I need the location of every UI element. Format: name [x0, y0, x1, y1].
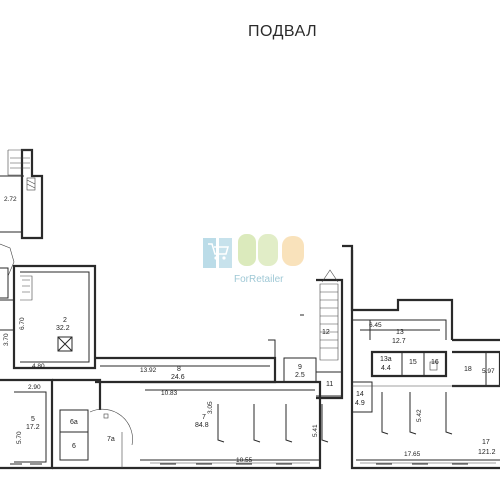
rooms-6-6a-7a	[52, 378, 140, 470]
room-area-2: 32.2	[56, 325, 70, 332]
room-8	[95, 339, 277, 384]
room-area-13: 12.7	[392, 338, 406, 345]
dim-2-72: 2.72	[4, 196, 17, 203]
room-label-7a: 7а	[107, 436, 115, 443]
room-label-2: 2	[63, 317, 67, 324]
dim-6-45: 6.45	[369, 322, 382, 329]
room-label-15: 15	[409, 359, 417, 366]
dim-3-05: 3.05	[207, 401, 214, 414]
room-area-9: 2.5	[295, 372, 305, 379]
dim-17-65: 17.65	[404, 451, 421, 458]
room-label-14: 14	[356, 391, 364, 398]
cart-logo-icon	[203, 234, 304, 268]
dimension-labels: 2.72 6.70 4.80 2.90 5.70 13.92 10.83 3.0…	[3, 196, 495, 464]
room-label-13a: 13а	[380, 356, 392, 363]
room-area-5: 17.2	[26, 424, 40, 431]
room-label-7: 7	[202, 414, 206, 421]
room-9	[283, 357, 317, 383]
room-label-6a: 6а	[70, 419, 78, 426]
dim-6-70: 6.70	[19, 317, 26, 330]
room-labels: 2 32.2 5 17.2 6 6а 7а 7 84.8 8 24.6 9 2.…	[26, 317, 496, 456]
room-5	[0, 378, 54, 470]
dim-5-41: 5.41	[312, 424, 319, 437]
dim-10-55: 10.55	[236, 457, 253, 464]
room-label-6: 6	[72, 443, 76, 450]
dim-13-92: 13.92	[140, 367, 157, 374]
dim-5-42: 5.42	[416, 409, 423, 422]
room-2	[0, 264, 97, 370]
room-area-8: 24.6	[171, 374, 185, 381]
right-wing	[342, 244, 500, 470]
room-area-14: 4.9	[355, 400, 365, 407]
dim-4-80: 4.80	[32, 363, 45, 370]
stair-block	[0, 148, 44, 299]
room-11	[316, 371, 343, 397]
room-label-18: 18	[464, 366, 472, 373]
room-area-13a: 4.4	[381, 365, 391, 372]
dim-3-70: 3.70	[3, 333, 10, 346]
room-label-13: 13	[396, 329, 404, 336]
room-label-16: 16	[431, 359, 439, 366]
dim-5-70: 5.70	[16, 431, 23, 444]
watermark-text: ForRetailer	[234, 274, 284, 285]
stair-12	[300, 269, 344, 400]
room-label-5: 5	[31, 416, 35, 423]
watermark: ForRetailer	[203, 234, 304, 285]
room-label-11: 11	[326, 381, 333, 388]
room-label-17: 17	[482, 439, 490, 446]
room-area-17: 121.2	[478, 449, 496, 456]
room-label-9: 9	[298, 364, 302, 371]
dim-10-83: 10.83	[161, 390, 178, 397]
dim-2-90: 2.90	[28, 384, 41, 391]
room-area-7: 84.8	[195, 422, 209, 429]
room-label-12: 12	[322, 329, 330, 336]
dim-5-97: 5.97	[482, 368, 495, 375]
floor-plan-title: ПОДВАЛ	[248, 23, 318, 40]
room-7	[140, 380, 329, 470]
room-label-8: 8	[177, 366, 181, 373]
